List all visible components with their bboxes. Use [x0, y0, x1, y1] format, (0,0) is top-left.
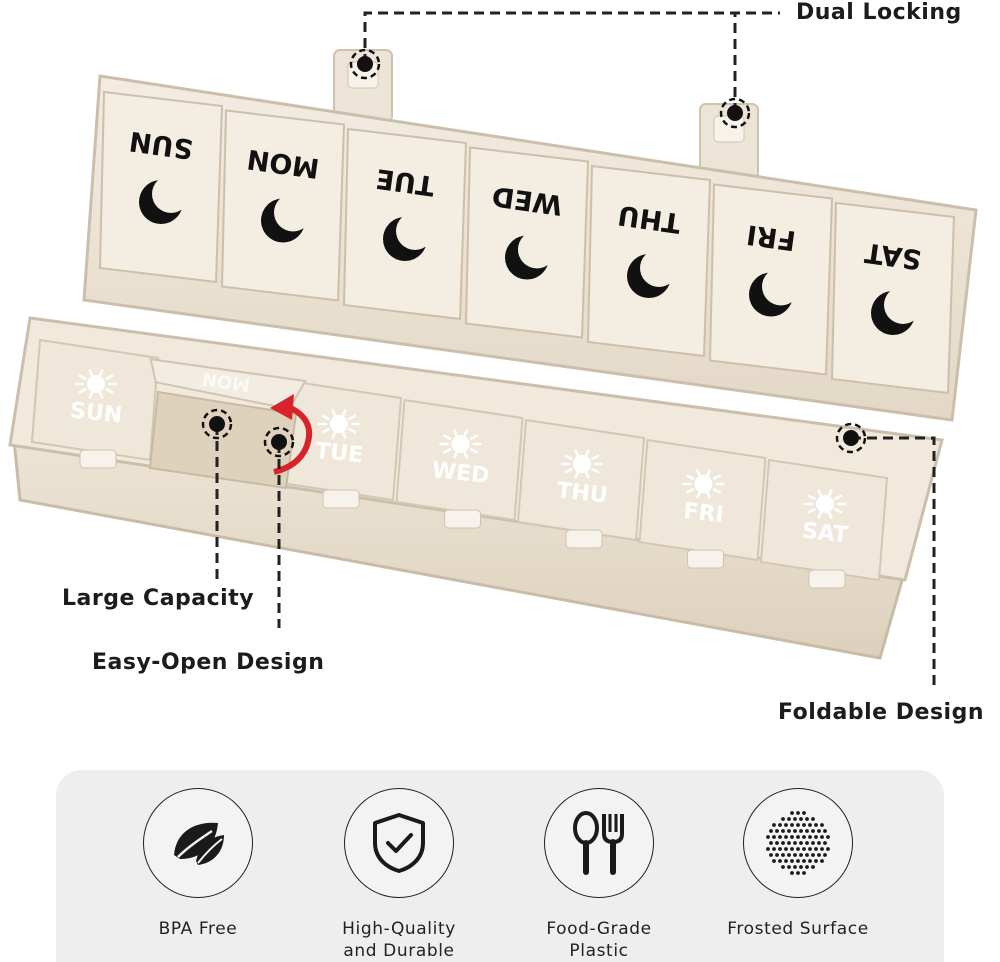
target-marker-icon — [719, 97, 751, 129]
feature-label: High-Quality and Durable — [342, 919, 456, 961]
sun-icon — [439, 429, 482, 459]
latch-clip — [444, 509, 481, 529]
latch-clip — [687, 549, 724, 569]
moon-icon — [383, 212, 434, 261]
open-arrow-icon — [273, 402, 313, 475]
moon-icon — [871, 286, 922, 335]
target-marker-icon — [349, 48, 381, 80]
open-arrow-head-icon — [270, 394, 294, 420]
moon-icon — [627, 249, 678, 298]
feature-high-quality: High-Quality and Durable — [299, 788, 499, 962]
latch-clip — [808, 569, 846, 589]
lid-compartment-tue: TUE — [342, 127, 468, 321]
target-marker-icon — [835, 422, 867, 454]
callout-markers — [201, 48, 867, 458]
dot-texture-icon — [766, 811, 830, 875]
shield-check-icon — [373, 813, 425, 873]
lid-compartment-sun: SUN — [98, 90, 224, 284]
feature-icon-circle — [743, 788, 853, 898]
base-compartment-tue: TUE — [273, 378, 403, 509]
latch-clip — [565, 529, 603, 549]
base-day-label: WED — [431, 458, 491, 489]
moon-icon — [749, 267, 800, 317]
base-compartment-sun: SUN — [30, 338, 160, 469]
base-compartments: SUN TUE WED THU FRI SAT — [30, 338, 889, 589]
callout-foldable: Foldable Design — [778, 700, 984, 725]
latch-clip — [322, 489, 360, 509]
feature-frosted-surface: Frosted Surface — [698, 788, 898, 940]
latch-clip — [79, 449, 117, 469]
lid-compartment-sat: SAT — [830, 201, 956, 395]
base-compartment-thu: THU — [516, 418, 646, 549]
target-marker-icon — [263, 426, 295, 458]
moon-icon — [505, 230, 556, 280]
utensils-icon — [573, 811, 624, 875]
sun-icon — [560, 449, 604, 479]
base-day-label: SAT — [801, 519, 850, 549]
base-compartment-fri: FRI — [638, 438, 767, 569]
sun-icon — [682, 469, 725, 499]
feature-label: BPA Free — [158, 919, 238, 939]
base-day-label: FRI — [682, 499, 725, 528]
callout-easy-open: Easy-Open Design — [92, 650, 325, 675]
features-panel: BPA Free High-Quality and Durable Food-G… — [56, 770, 944, 962]
feature-icon-circle — [143, 788, 253, 898]
sun-icon — [74, 369, 118, 399]
moon-icon — [261, 193, 312, 243]
lid-compartment-fri: FRI — [708, 183, 834, 376]
feature-icon-circle — [544, 788, 654, 898]
callout-large-capacity: Large Capacity — [62, 586, 255, 611]
base-day-label: TUE — [314, 439, 364, 469]
feature-label: Food-Grade Plastic — [546, 919, 652, 961]
lid-compartment-wed: WED — [464, 146, 590, 339]
callout-lines — [215, 11, 936, 690]
target-marker-icon — [201, 408, 233, 440]
base-compartment-wed: WED — [395, 398, 524, 529]
sun-icon — [317, 409, 361, 439]
lid-compartment-thu: THU — [586, 164, 712, 358]
lid-compartment-mon: MON — [220, 109, 346, 302]
open-compartment-mon: MON — [148, 358, 307, 490]
base-day-label: THU — [555, 478, 609, 508]
sun-icon — [803, 489, 847, 519]
feature-food-grade: Food-Grade Plastic — [499, 788, 699, 962]
leaf-icon — [174, 822, 224, 865]
base-compartment-sat: SAT — [759, 458, 889, 589]
moon-icon — [139, 175, 190, 224]
feature-icon-circle — [344, 788, 454, 898]
lid-day-label: FRI — [745, 218, 798, 256]
feature-bpa-free: BPA Free — [98, 788, 298, 940]
feature-label: Frosted Surface — [727, 919, 869, 939]
callout-dual-locking: Dual Locking — [796, 0, 962, 25]
base-day-label: SUN — [69, 398, 123, 428]
